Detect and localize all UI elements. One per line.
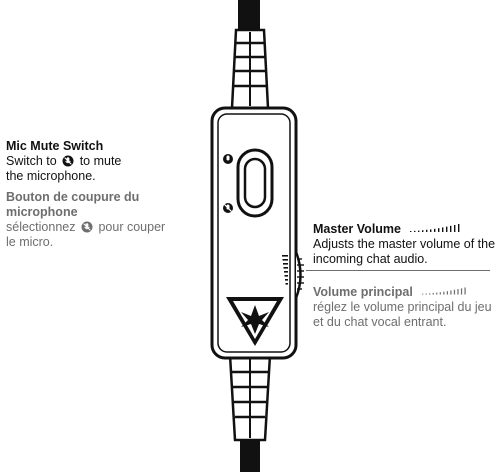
mic-mute-desc-fr-part1: sélectionnez: [6, 220, 76, 234]
mic-mute-desc-en-line2: the microphone.: [6, 169, 96, 183]
master-volume-wheel[interactable]: [294, 251, 304, 299]
mic-mute-icon: [81, 221, 93, 233]
cable-bottom: [240, 440, 260, 472]
volume-scale-icon: [282, 255, 288, 285]
mic-muted-icon: [223, 203, 233, 213]
controller-body-inner: [217, 113, 291, 353]
master-volume-desc-en-line1: Adjusts the master volume of the: [313, 237, 496, 251]
master-volume-desc-en-line2: incoming chat audio.: [313, 252, 428, 266]
master-volume-title-row-fr: Volume principal: [313, 285, 499, 300]
mic-mute-desc-en-part1: Switch to: [6, 154, 57, 168]
mic-mute-desc-fr: sélectionnez pour couper: [6, 220, 212, 235]
mic-mute-desc-fr-line2: le micro.: [6, 235, 54, 249]
mic-mute-label-en: Mic Mute Switch Switch to to mute the mi…: [6, 139, 206, 184]
mic-mute-label-fr: Bouton de coupure du microphone sélectio…: [6, 190, 212, 250]
mic-mute-switch-slider[interactable]: [243, 157, 267, 209]
master-volume-label-en: Master Volume Adjusts the master volume …: [313, 222, 499, 267]
master-volume-title-fr: Volume principal: [313, 285, 413, 299]
mic-mute-title-en: Mic Mute Switch: [6, 139, 104, 153]
mic-mute-desc-fr-part2: pour couper: [98, 220, 166, 234]
master-volume-title-en: Master Volume: [313, 222, 401, 236]
mic-on-icon: [223, 154, 233, 164]
master-volume-leader-line: [306, 270, 490, 271]
master-volume-label-fr: Volume principal réglez le volume princi…: [313, 285, 499, 330]
strain-relief-bottom: [228, 353, 272, 442]
mic-mute-desc-en: Switch to to mute: [6, 154, 206, 169]
volume-scale-icon: [422, 287, 466, 295]
cable-top: [238, 0, 260, 30]
strain-relief-top: [230, 28, 270, 110]
mic-mute-icon: [62, 155, 74, 167]
master-volume-title-row-en: Master Volume: [313, 222, 499, 237]
master-volume-desc-fr-line2: et du chat vocal entrant.: [313, 315, 447, 329]
volume-scale-icon: [410, 224, 460, 232]
turtle-beach-logo-icon: [226, 297, 284, 346]
mic-mute-desc-en-part2: to mute: [79, 154, 122, 168]
controller-body: [210, 106, 298, 360]
mic-mute-title-fr: Bouton de coupure du microphone: [6, 190, 140, 219]
master-volume-desc-fr-line1: réglez le volume principal du jeu: [313, 300, 492, 314]
